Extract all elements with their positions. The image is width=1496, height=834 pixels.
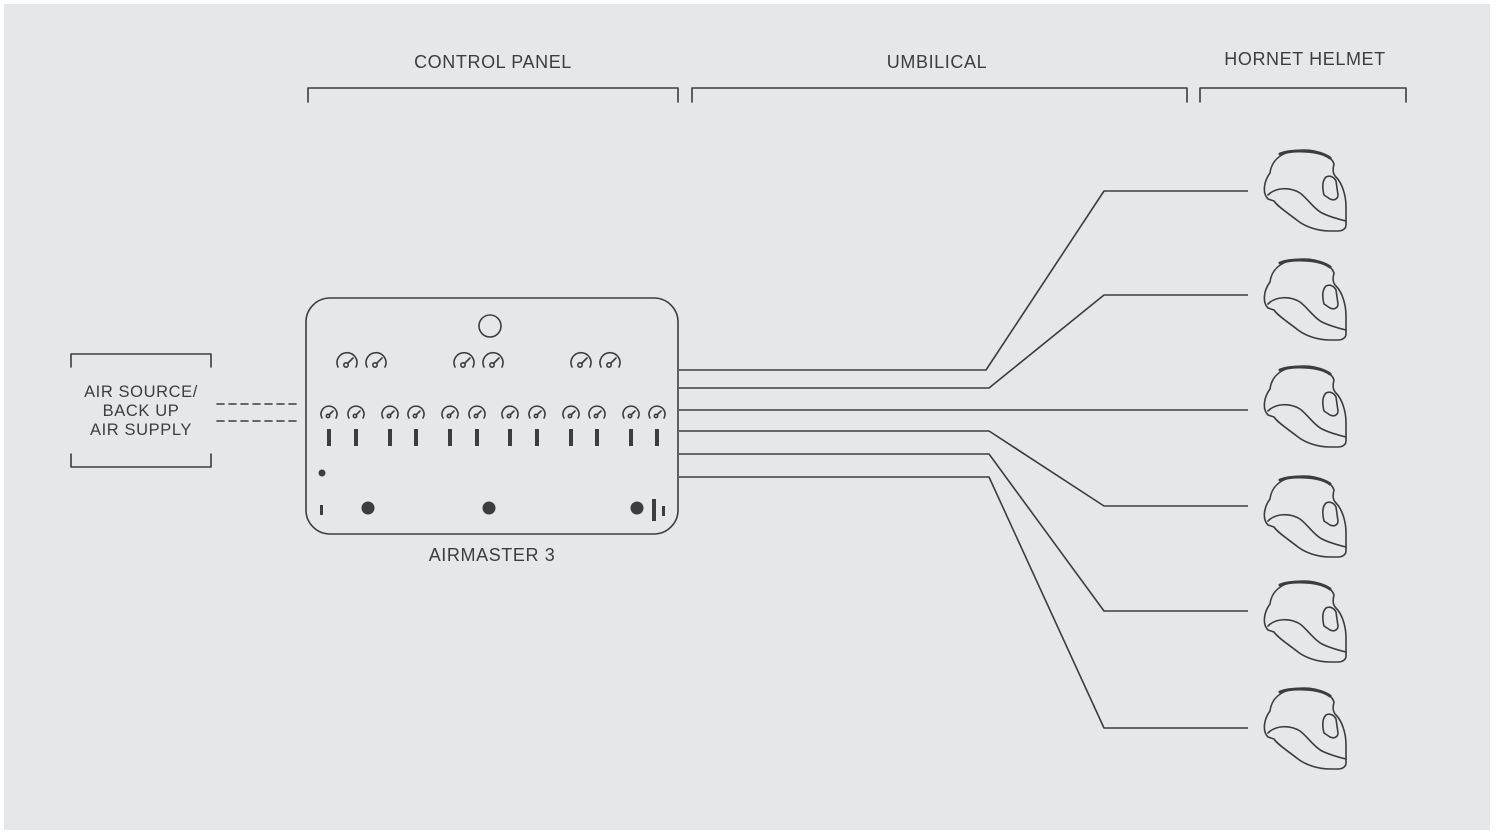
valve-bar-10: [595, 429, 599, 446]
small-gauge-6: [468, 405, 486, 419]
umbilical-line-2: [679, 294, 1248, 389]
helmet-icon-5: [1262, 579, 1348, 664]
air-source-line-2: BACK UP: [102, 402, 180, 420]
small-gauge-7: [501, 405, 519, 419]
valve-bar-6: [475, 429, 479, 446]
panel-top-indicator: [478, 314, 502, 338]
air-source-bracket-top: [70, 353, 212, 368]
diagram-graphics: [70, 87, 1407, 771]
small-gauge-9: [562, 405, 580, 419]
airmaster-label: AIRMASTER 3: [428, 545, 556, 565]
small-gauge-10: [588, 405, 606, 419]
diagram-canvas: CONTROL PANEL UMBILICAL HORNET HELMET AI…: [4, 4, 1490, 830]
valve-bar-8: [535, 429, 539, 446]
valve-bar-12: [655, 429, 659, 446]
knob-3: [630, 501, 644, 515]
helmet-icon-1: [1262, 148, 1348, 233]
small-gauge-2: [347, 405, 365, 419]
air-source-line-3: AIR SUPPLY: [90, 421, 192, 439]
control-panel-label: CONTROL PANEL: [414, 52, 572, 72]
valve-bar-9: [569, 429, 573, 446]
umbilical-bracket: [691, 87, 1188, 103]
valve-bar-11: [629, 429, 633, 446]
helmet-icon-6: [1262, 686, 1348, 771]
large-gauge-6: [599, 351, 621, 369]
knob-2: [482, 501, 496, 515]
large-gauge-5: [570, 351, 592, 369]
large-gauge-4: [482, 351, 504, 369]
valve-bar-5: [448, 429, 452, 446]
small-gauge-4: [407, 405, 425, 419]
control-panel-body: [305, 297, 679, 535]
large-gauge-2: [365, 351, 387, 369]
valve-bar-1: [327, 429, 331, 446]
small-gauge-8: [528, 405, 546, 419]
control-panel-bracket: [307, 87, 679, 103]
umbilical-line-1: [679, 190, 1248, 371]
valve-bar-7: [508, 429, 512, 446]
valve-bar-4: [414, 429, 418, 446]
small-gauge-5: [441, 405, 459, 419]
helmet-bracket: [1199, 87, 1407, 103]
switch-bar-tall: [652, 499, 656, 521]
air-source-line-1: AIR SOURCE/: [84, 383, 198, 401]
valve-bar-3: [388, 429, 392, 446]
small-gauge-12: [648, 405, 666, 419]
helmet-icon-2: [1262, 257, 1348, 342]
small-switch: [320, 505, 323, 515]
helmet-icon-4: [1262, 474, 1348, 559]
valve-bar-2: [354, 429, 358, 446]
umbilical-line-5: [679, 453, 1248, 612]
hornet-helmet-label: HORNET HELMET: [1224, 49, 1386, 69]
knob-1: [361, 501, 375, 515]
small-gauge-11: [622, 405, 640, 419]
air-source-bracket-bottom: [70, 453, 212, 468]
small-gauge-1: [320, 405, 338, 419]
small-gauge-3: [381, 405, 399, 419]
switch-bar-short: [662, 506, 665, 516]
air-source-label: AIR SOURCE/ BACK UP AIR SUPPLY: [84, 383, 198, 440]
helmet-icon-3: [1262, 364, 1348, 449]
status-dot: [318, 469, 326, 477]
large-gauge-1: [336, 351, 358, 369]
umbilical-line-6: [679, 476, 1248, 729]
umbilical-line-4: [679, 430, 1248, 507]
large-gauge-3: [453, 351, 475, 369]
umbilical-label: UMBILICAL: [886, 52, 988, 72]
